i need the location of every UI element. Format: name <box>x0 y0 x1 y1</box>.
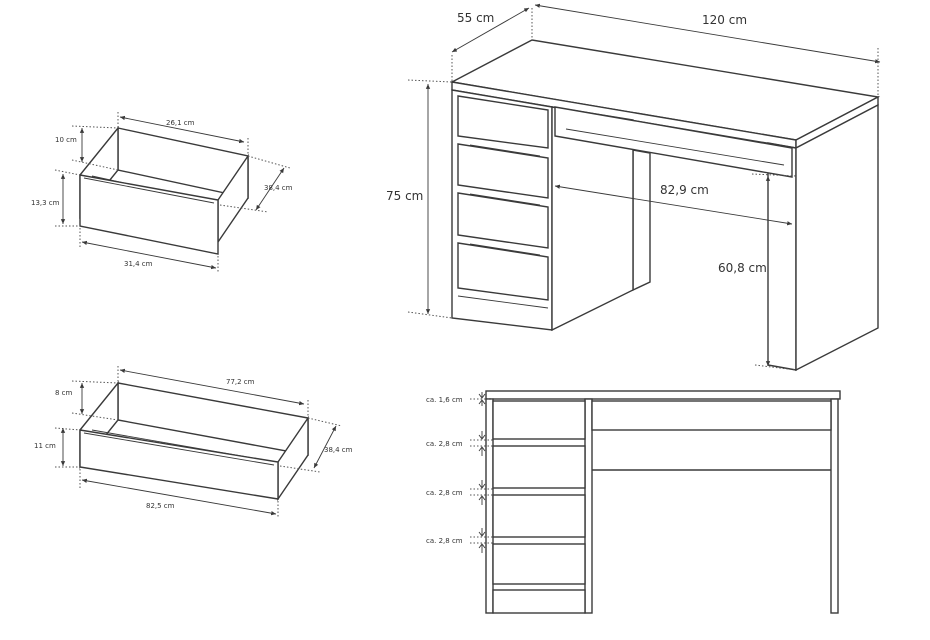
desk-knee-width-label: 82,9 cm <box>660 183 709 197</box>
front-view-top <box>485 390 841 400</box>
desk-drawer-4 <box>457 242 549 301</box>
desk-knee-height-label: 60,8 cm <box>718 261 767 275</box>
front-view-drawer-2 <box>492 445 586 489</box>
small-drawer-inner-height-label: 10 cm <box>55 136 77 144</box>
small-drawer-front-height-label: 13,3 cm <box>31 199 60 207</box>
desk-perspective-drawing: 55 cm 120 cm 75 cm 82,9 cm 60,8 cm <box>386 3 881 372</box>
large-drawer-front-width-label: 82,5 cm <box>146 502 175 510</box>
front-view-gap-label-4: ca. 2,8 cm <box>426 537 463 545</box>
desk-drawer-1 <box>457 95 549 149</box>
large-drawer-inner-width-label: 77,2 cm <box>226 378 255 386</box>
front-view-gap-label-1: ca. 1,6 cm <box>426 396 463 404</box>
front-view-middle-panel <box>584 398 593 614</box>
desk-wide-drawer <box>554 106 793 178</box>
desk-right-leg-side <box>795 103 879 372</box>
small-drawer-front-panel <box>79 174 219 255</box>
desk-drawer-2 <box>457 143 549 199</box>
front-view-gap-label-3: ca. 2,8 cm <box>426 489 463 497</box>
desk-back-panel <box>632 149 651 292</box>
front-view-drawer-4 <box>492 543 586 585</box>
front-view-drawer-3 <box>492 494 586 538</box>
small-drawer-inner-width-label: 26,1 cm <box>166 119 195 127</box>
front-view-left-side <box>485 398 494 614</box>
front-view-drawer-1 <box>492 400 586 440</box>
small-drawer-drawing: 10 cm 13,3 cm 26,1 cm 31,4 cm 38,4 cm <box>31 112 293 272</box>
small-drawer-front-width-label: 31,4 cm <box>124 260 153 268</box>
front-view-right-side <box>830 398 839 614</box>
large-drawer-front-height-label: 11 cm <box>34 442 56 450</box>
desk-width-label: 120 cm <box>702 13 747 27</box>
desk-height-label: 75 cm <box>386 189 423 203</box>
front-view-wide-drawer <box>591 400 832 431</box>
desk-drawer-3 <box>457 192 549 249</box>
large-drawer-depth-label: 38,4 cm <box>324 446 353 454</box>
large-drawer-drawing: 8 cm 11 cm 77,2 cm 82,5 cm 38,4 cm <box>34 366 353 518</box>
desk-depth-label: 55 cm <box>457 11 494 25</box>
desk-front-view-drawing: ca. 1,6 cm ca. 2,8 cm ca. 2,8 cm ca. 2,8… <box>426 390 841 614</box>
front-view-plinth <box>492 589 586 614</box>
small-drawer-depth-label: 38,4 cm <box>264 184 293 192</box>
large-drawer-inner-height-label: 8 cm <box>55 389 73 397</box>
front-view-gap-label-2: ca. 2,8 cm <box>426 440 463 448</box>
